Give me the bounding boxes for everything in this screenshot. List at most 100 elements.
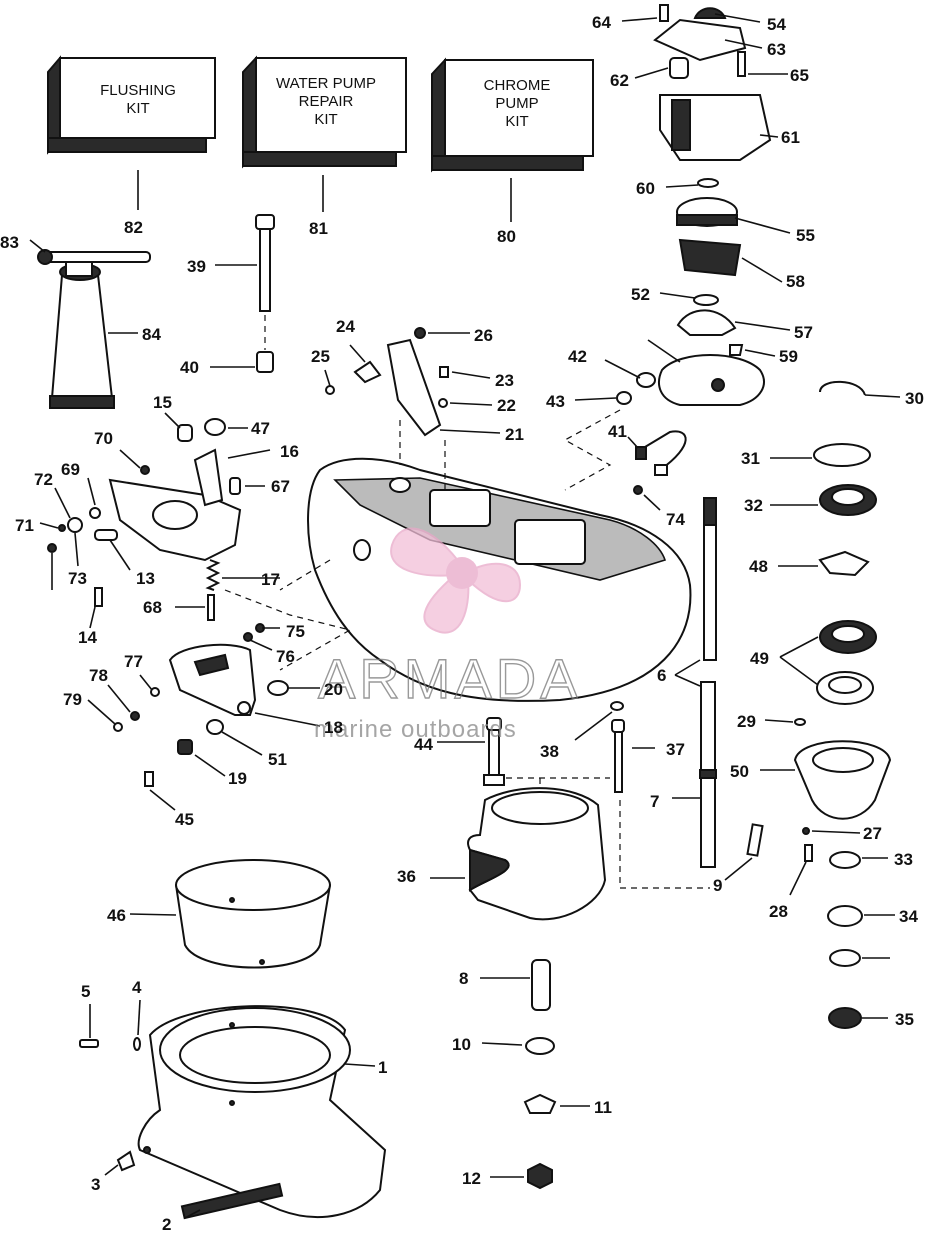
callout-64: 64 xyxy=(592,13,611,32)
spring-17 xyxy=(205,559,221,621)
callout-72: 72 xyxy=(34,470,53,489)
callout-3: 3 xyxy=(91,1175,100,1194)
callout-83: 83 xyxy=(0,233,19,252)
callout-67: 67 xyxy=(271,477,290,496)
callout-7: 7 xyxy=(650,792,659,811)
callout-33: 33 xyxy=(894,850,913,869)
callout-32: 32 xyxy=(744,496,763,515)
kit-81-line-1: WATER PUMP xyxy=(276,75,376,92)
callout-58: 58 xyxy=(786,272,805,291)
callout-2: 2 xyxy=(162,1215,171,1234)
intake-housing-1 xyxy=(79,1005,387,1220)
svg-text:PUMP: PUMP xyxy=(495,95,538,112)
callout-12: 12 xyxy=(462,1169,481,1188)
callout-18: 18 xyxy=(324,718,343,737)
bracket-21 xyxy=(325,327,449,437)
callout-28: 28 xyxy=(769,902,788,921)
callout-71: 71 xyxy=(15,516,34,535)
callout-62: 62 xyxy=(610,71,629,90)
svg-text:KIT: KIT xyxy=(314,111,337,128)
watermark-logo: ARMADA marine outboards xyxy=(314,527,582,743)
small-hardware-8-12 xyxy=(523,959,557,1190)
callout-22: 22 xyxy=(497,396,516,415)
linkage-13 xyxy=(47,418,242,562)
callout-21: 21 xyxy=(505,425,524,444)
callout-68: 68 xyxy=(143,598,162,617)
callout-9: 9 xyxy=(713,876,722,895)
svg-text:KIT: KIT xyxy=(126,100,149,117)
callout-36: 36 xyxy=(397,867,416,886)
callout-45: 45 xyxy=(175,810,194,829)
callout-14: 14 xyxy=(78,628,97,647)
callout-49: 49 xyxy=(750,649,769,668)
callout-54: 54 xyxy=(767,15,786,34)
callout-8: 8 xyxy=(459,969,468,988)
callout-35: 35 xyxy=(895,1010,914,1029)
callout-41: 41 xyxy=(608,422,627,441)
callout-11: 11 xyxy=(594,1098,612,1117)
watermark-tagline: marine outboards xyxy=(314,716,517,743)
callout-82: 82 xyxy=(124,218,143,237)
callout-52: 52 xyxy=(631,285,650,304)
callout-84: 84 xyxy=(142,325,161,344)
callout-70: 70 xyxy=(94,429,113,448)
driveshaft xyxy=(699,497,764,868)
svg-text:WATER PUMP: WATER PUMP xyxy=(276,75,376,92)
callout-6: 6 xyxy=(657,666,666,685)
callout-24: 24 xyxy=(336,317,355,336)
callout-13: 13 xyxy=(136,569,155,588)
kit-82-line-2: KIT xyxy=(126,100,149,117)
callout-42: 42 xyxy=(568,347,587,366)
svg-text:REPAIR: REPAIR xyxy=(299,93,354,110)
callout-27: 27 xyxy=(863,824,882,843)
callout-46: 46 xyxy=(107,906,126,925)
callout-59: 59 xyxy=(779,347,798,366)
callout-25: 25 xyxy=(311,347,330,366)
callout-73: 73 xyxy=(68,569,87,588)
callout-44: 44 xyxy=(414,735,433,754)
callout-74: 74 xyxy=(666,510,685,529)
callout-63: 63 xyxy=(767,40,786,59)
callout-38: 38 xyxy=(540,742,559,761)
callout-26: 26 xyxy=(474,326,493,345)
callout-5: 5 xyxy=(81,982,90,1001)
kit-box-water-pump: WATER PUMP REPAIR KIT xyxy=(242,55,407,169)
callout-51: 51 xyxy=(268,750,287,769)
callout-80: 80 xyxy=(497,227,516,246)
callout-50: 50 xyxy=(730,762,749,781)
svg-text:CHROME: CHROME xyxy=(484,77,551,94)
svg-text:FLUSHING: FLUSHING xyxy=(100,82,176,99)
svg-text:KIT: KIT xyxy=(505,113,528,130)
callout-79: 79 xyxy=(63,690,82,709)
liner-46 xyxy=(174,859,332,969)
callout-34: 34 xyxy=(899,907,918,926)
watermark-brand: ARMADA xyxy=(318,647,582,710)
callout-65: 65 xyxy=(790,66,809,85)
kit-box-chrome-pump: CHROME PUMP KIT xyxy=(431,57,594,173)
hose-41 xyxy=(616,372,687,495)
seals-and-bearings xyxy=(793,380,892,1029)
callout-57: 57 xyxy=(794,323,813,342)
callout-81: 81 xyxy=(309,219,328,238)
kit-80-line-1: CHROME xyxy=(484,77,551,94)
flushing-device xyxy=(37,249,151,409)
callout-17: 17 xyxy=(261,570,280,589)
callout-55: 55 xyxy=(796,226,815,245)
callout-69: 69 xyxy=(61,460,80,479)
kit-82-line-1: FLUSHING xyxy=(100,82,176,99)
callout-75: 75 xyxy=(286,622,305,641)
callout-47: 47 xyxy=(251,419,270,438)
callout-1: 1 xyxy=(378,1058,387,1077)
callout-29: 29 xyxy=(737,712,756,731)
callout-37: 37 xyxy=(666,740,685,759)
callout-16: 16 xyxy=(280,442,299,461)
callout-48: 48 xyxy=(749,557,768,576)
kit-box-flushing: FLUSHING KIT xyxy=(47,55,216,155)
kit-81-line-3: KIT xyxy=(314,111,337,128)
callout-31: 31 xyxy=(741,449,760,468)
pump-housing-36 xyxy=(467,701,625,921)
callout-15: 15 xyxy=(153,393,172,412)
kit-81-line-2: REPAIR xyxy=(299,93,354,110)
